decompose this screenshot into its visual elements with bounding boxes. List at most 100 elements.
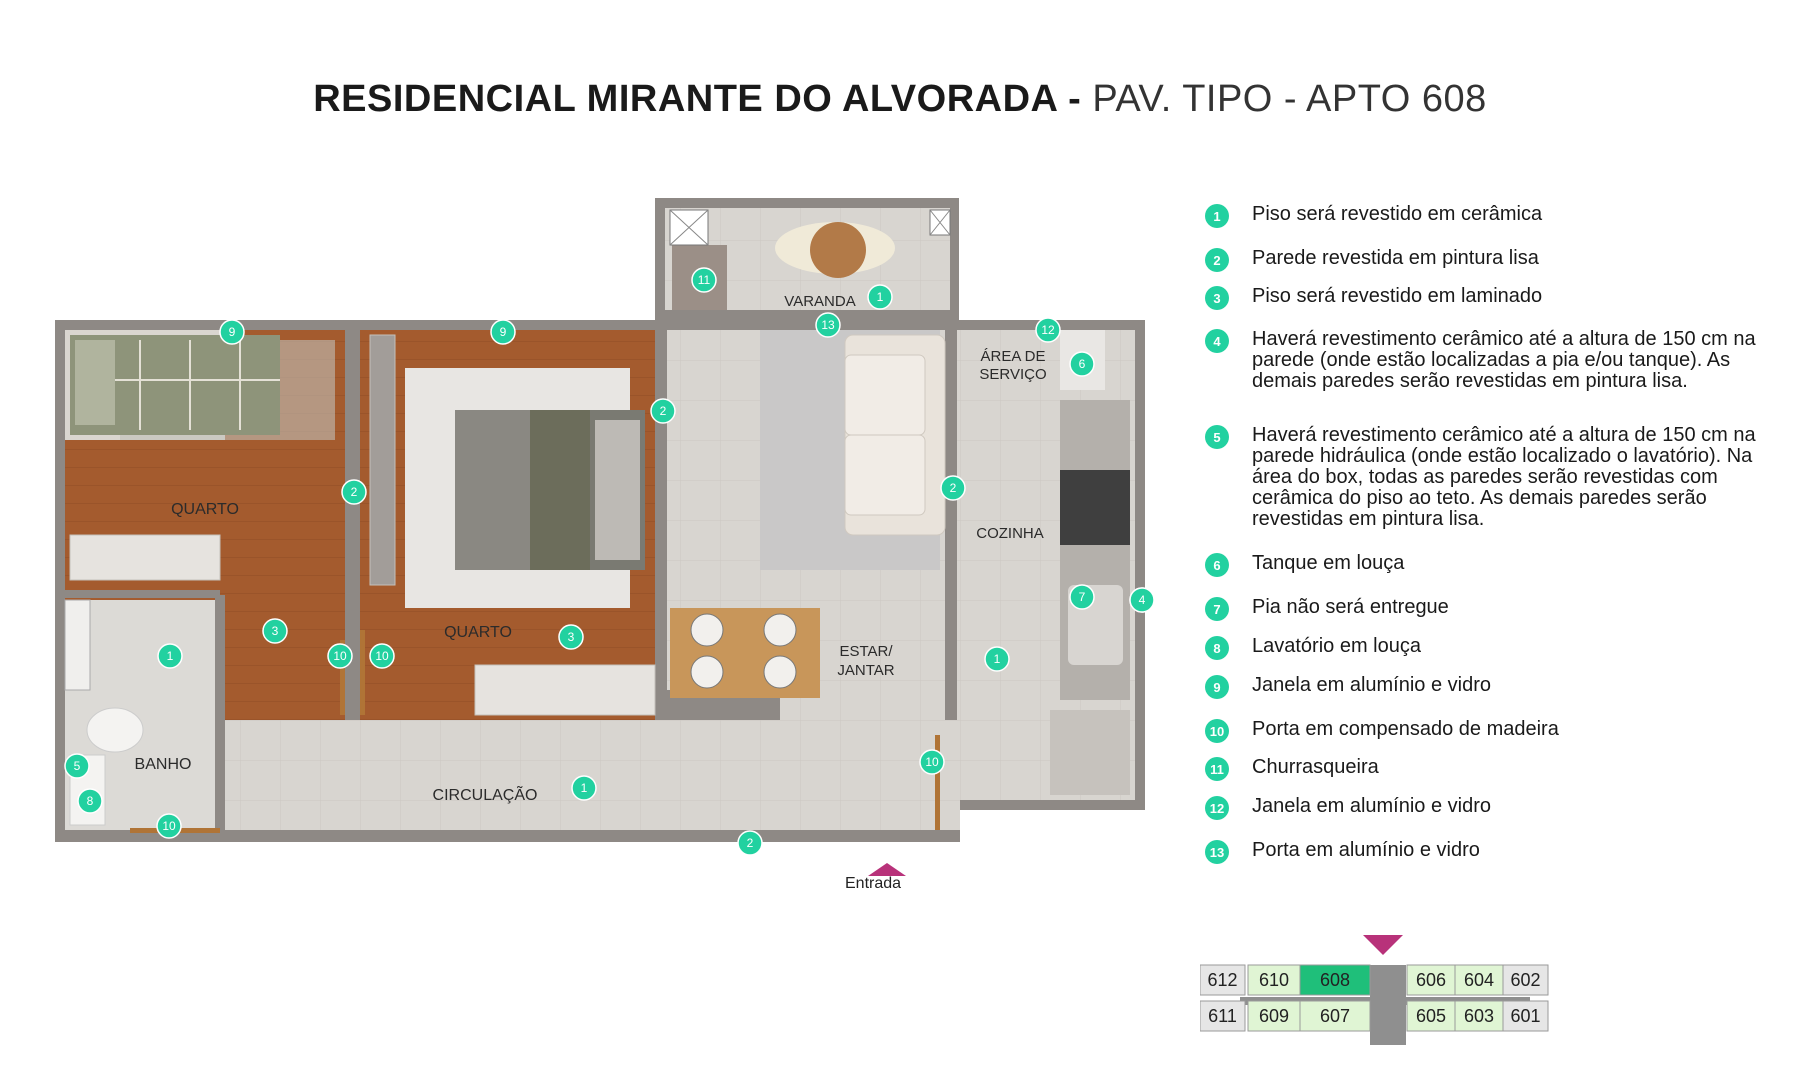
- legend-number-badge: 7: [1205, 597, 1229, 621]
- plan-marker-number: 2: [660, 404, 667, 418]
- label-circulacao: CIRCULAÇÃO: [433, 784, 538, 804]
- legend-item: 2 Parede revestida em pintura lisa: [1205, 248, 1772, 272]
- wardrobes: [69, 334, 656, 716]
- plan-marker-number: 2: [351, 485, 358, 499]
- plan-marker-number: 12: [1041, 323, 1055, 337]
- selected-unit-arrow-icon: [1363, 935, 1403, 955]
- circulacao-floor: [215, 720, 960, 830]
- plan-marker-9: 9: [219, 319, 245, 345]
- unit-612: [1200, 964, 1246, 996]
- plan-marker-number: 1: [581, 781, 588, 795]
- legend-number-badge: 3: [1205, 286, 1229, 310]
- label-varanda: VARANDA: [784, 293, 855, 310]
- plan-marker-11: 11: [691, 267, 717, 293]
- unit-number: 610: [1259, 970, 1289, 990]
- bed-quarto1: [70, 335, 280, 435]
- legend-item: 10 Porta em compensado de madeira: [1205, 719, 1772, 743]
- plan-marker-number: 9: [500, 325, 507, 339]
- legend-item: 7 Pia não será entregue: [1205, 597, 1772, 621]
- label-cozinha: COZINHA: [976, 525, 1044, 542]
- title-building: RESIDENCIAL MIRANTE DO ALVORADA: [313, 78, 1058, 120]
- plan-marker-number: 3: [568, 630, 575, 644]
- unit-map-corridor: [1240, 997, 1530, 1005]
- plan-markers: 99121111322622331010114758101012: [64, 267, 1155, 856]
- plan-marker-number: 2: [950, 481, 957, 495]
- unit-606: [1406, 964, 1456, 996]
- plan-marker-number: 10: [333, 649, 347, 663]
- legend-item: 5 Haverá revestimento cerâmico até a altu…: [1205, 425, 1772, 530]
- plan-marker-number: 5: [74, 759, 81, 773]
- unit-number: 609: [1259, 1006, 1289, 1026]
- plan-marker-number: 10: [925, 755, 939, 769]
- unit-605: [1406, 1000, 1456, 1032]
- legend-text: Pia não será entregue: [1252, 596, 1449, 618]
- plan-marker-1: 1: [867, 284, 893, 310]
- unit-601: [1502, 1000, 1549, 1032]
- legend-item: 9 Janela em alumínio e vidro: [1205, 675, 1772, 699]
- legend-text: Haverá revestimento cerâmico até a altur…: [1252, 328, 1756, 392]
- legend-text: Piso será revestido em laminado: [1252, 285, 1543, 307]
- unit-number: 605: [1416, 1006, 1446, 1026]
- legend-text: Porta em compensado de madeira: [1252, 718, 1559, 740]
- unit-602: [1502, 964, 1549, 996]
- bed-quarto2: [455, 410, 645, 570]
- plan-marker-12: 12: [1035, 317, 1061, 343]
- label-servico: SERVIÇO: [979, 366, 1046, 383]
- plan-marker-number: 6: [1079, 357, 1086, 371]
- label-banho: BANHO: [135, 756, 192, 773]
- unit-610: [1247, 964, 1301, 996]
- plan-marker-number: 9: [229, 325, 236, 339]
- plan-marker-2: 2: [737, 830, 763, 856]
- plan-marker-1: 1: [157, 643, 183, 669]
- label-area-de: ÁREA DE: [980, 348, 1045, 365]
- plan-marker-6: 6: [1069, 351, 1095, 377]
- plan-marker-number: 8: [87, 794, 94, 808]
- legend-number-badge: 5: [1205, 425, 1229, 449]
- room-labels: QUARTO QUARTO BANHO CIRCULAÇÃO VARANDA E…: [135, 293, 1047, 804]
- unit-number: 606: [1416, 970, 1446, 990]
- unit-number: 608: [1320, 970, 1350, 990]
- legend-item: 11 Churrasqueira: [1205, 757, 1772, 781]
- legend-number-badge: 9: [1205, 675, 1229, 699]
- plan-marker-number: 10: [162, 819, 176, 833]
- plan-marker-3: 3: [262, 618, 288, 644]
- unit-603: [1454, 1000, 1504, 1032]
- legend-item: 4 Haverá revestimento cerâmico até a altu…: [1205, 329, 1772, 392]
- legend-text: Churrasqueira: [1252, 756, 1379, 778]
- legend-number-badge: 8: [1205, 636, 1229, 660]
- plan-marker-10: 10: [919, 749, 945, 775]
- unit-number: 607: [1320, 1006, 1350, 1026]
- unit-number: 611: [1208, 1006, 1237, 1026]
- legend-text: Haverá revestimento cerâmico até a altur…: [1252, 424, 1756, 530]
- label-quarto-1: QUARTO: [171, 501, 239, 518]
- unit-608: [1299, 964, 1371, 996]
- unit-611: [1200, 1000, 1246, 1032]
- plan-marker-10: 10: [327, 643, 353, 669]
- legend-number-badge: 2: [1205, 248, 1229, 272]
- plan-marker-7: 7: [1069, 584, 1095, 610]
- legend-number-badge: 4: [1205, 329, 1229, 353]
- entry-arrow-icon: [868, 863, 906, 876]
- plan-marker-number: 1: [994, 652, 1001, 666]
- legend-number-badge: 1: [1205, 204, 1229, 228]
- plan-marker-1: 1: [571, 775, 597, 801]
- unit-number: 602: [1510, 970, 1540, 990]
- legend-text: Parede revestida em pintura lisa: [1252, 247, 1539, 269]
- plan-marker-10: 10: [156, 813, 182, 839]
- legend-text: Tanque em louça: [1252, 552, 1405, 574]
- legend-number-badge: 11: [1205, 757, 1229, 781]
- legend-item: 3 Piso será revestido em laminado: [1205, 286, 1772, 310]
- legend-number-badge: 10: [1205, 719, 1229, 743]
- unit-number: 601: [1510, 1006, 1540, 1026]
- legend-text: Janela em alumínio e vidro: [1252, 795, 1492, 817]
- legend-text: Janela em alumínio e vidro: [1252, 674, 1492, 696]
- plan-marker-2: 2: [940, 475, 966, 501]
- plan-marker-13: 13: [815, 312, 841, 338]
- plan-marker-10: 10: [369, 643, 395, 669]
- plan-marker-number: 13: [821, 318, 835, 332]
